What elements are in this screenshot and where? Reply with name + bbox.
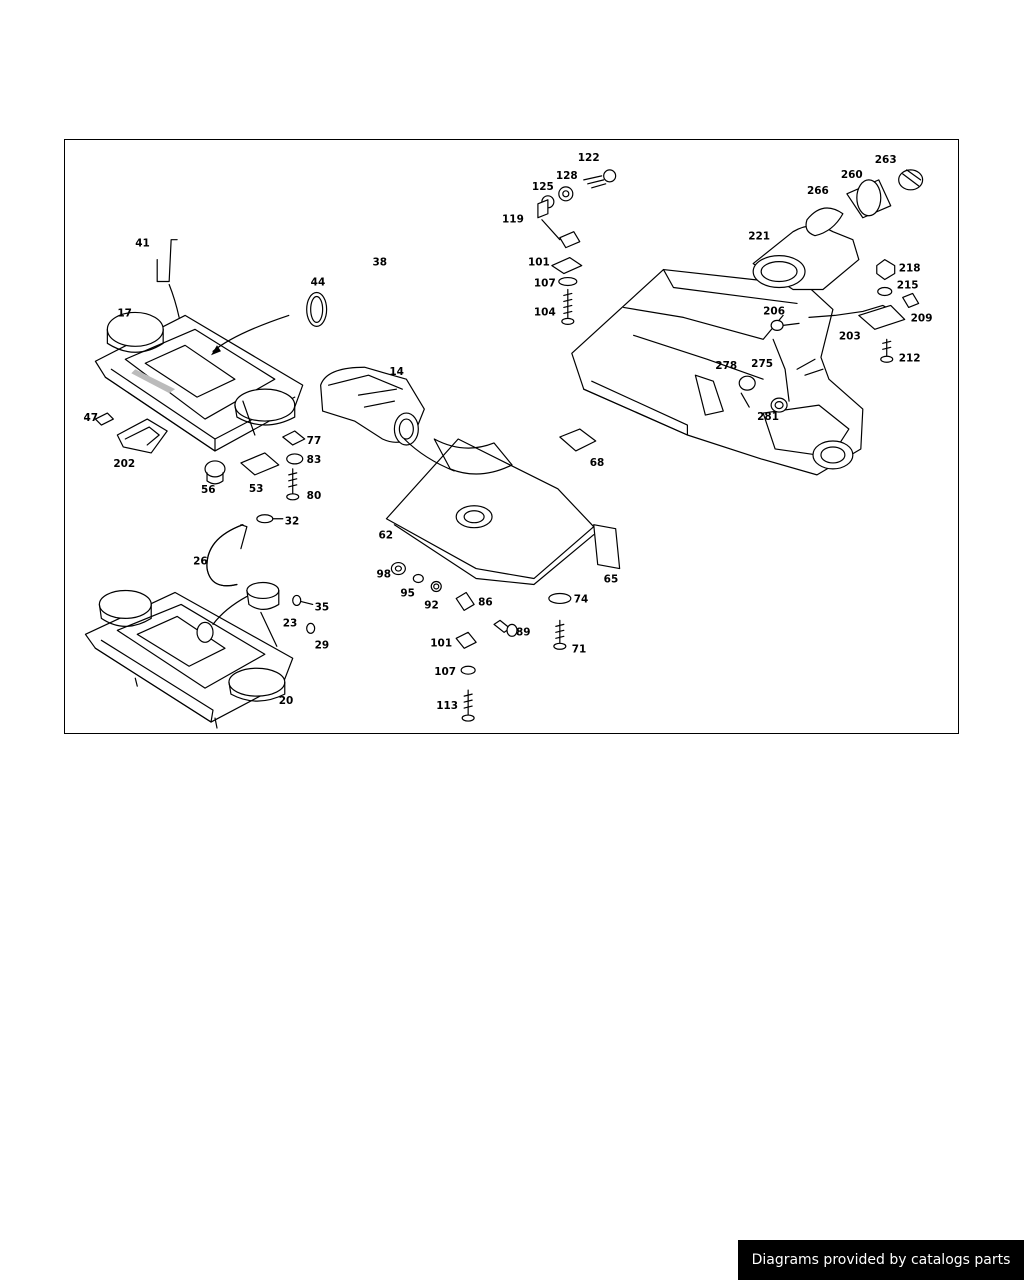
label-206: 206 bbox=[763, 305, 785, 317]
label-86: 86 bbox=[478, 596, 493, 608]
part-labels: 14 17 20 23 26 29 32 35 38 41 44 47 53 5… bbox=[83, 152, 932, 712]
label-95: 95 bbox=[400, 587, 415, 599]
label-41: 41 bbox=[135, 238, 150, 250]
label-14: 14 bbox=[389, 366, 404, 378]
label-32: 32 bbox=[285, 516, 300, 528]
label-281: 281 bbox=[757, 411, 779, 423]
label-92: 92 bbox=[424, 599, 439, 611]
label-29: 29 bbox=[315, 639, 330, 651]
label-113: 113 bbox=[436, 700, 458, 712]
label-83: 83 bbox=[307, 454, 322, 466]
label-218: 218 bbox=[899, 263, 921, 275]
credit-text: Diagrams provided by catalogs parts bbox=[751, 1252, 1011, 1268]
label-263: 263 bbox=[875, 154, 897, 166]
label-89: 89 bbox=[516, 626, 531, 638]
label-101-top: 101 bbox=[528, 257, 550, 269]
label-266: 266 bbox=[807, 185, 829, 197]
hose-actuator-group bbox=[196, 514, 316, 647]
label-101-bottom: 101 bbox=[430, 637, 452, 649]
label-221: 221 bbox=[748, 231, 770, 243]
label-71: 71 bbox=[572, 643, 587, 655]
credit-banner: Diagrams provided by catalogs parts bbox=[738, 1240, 1024, 1280]
label-17: 17 bbox=[117, 307, 132, 319]
duct-14 bbox=[320, 366, 425, 446]
label-107-bottom: 107 bbox=[434, 666, 456, 678]
label-62: 62 bbox=[378, 530, 393, 542]
top-right-parts bbox=[752, 169, 924, 363]
small-parts-left bbox=[94, 400, 306, 501]
label-23: 23 bbox=[283, 617, 298, 629]
label-65: 65 bbox=[604, 574, 619, 586]
label-44: 44 bbox=[311, 277, 326, 289]
label-107-top: 107 bbox=[534, 278, 556, 290]
label-275: 275 bbox=[751, 358, 773, 370]
fastener-stack-top bbox=[537, 169, 617, 325]
label-68: 68 bbox=[590, 457, 605, 469]
label-119: 119 bbox=[502, 214, 524, 226]
label-53: 53 bbox=[249, 483, 264, 495]
upper-housing-17 bbox=[94, 239, 328, 452]
label-203: 203 bbox=[839, 330, 861, 342]
label-278: 278 bbox=[715, 360, 737, 372]
label-212: 212 bbox=[899, 352, 921, 364]
lower-housing-20 bbox=[84, 589, 294, 729]
exploded-parts-drawing: 14 17 20 23 26 29 32 35 38 41 44 47 53 5… bbox=[83, 152, 932, 729]
label-122: 122 bbox=[578, 152, 600, 164]
label-35: 35 bbox=[315, 601, 330, 613]
label-104: 104 bbox=[534, 306, 556, 318]
label-125: 125 bbox=[532, 181, 554, 193]
label-80: 80 bbox=[307, 490, 322, 502]
label-56: 56 bbox=[201, 484, 216, 496]
label-74: 74 bbox=[574, 593, 589, 605]
label-202: 202 bbox=[113, 458, 135, 470]
label-26: 26 bbox=[193, 556, 208, 568]
label-77: 77 bbox=[307, 435, 322, 447]
label-38: 38 bbox=[372, 257, 387, 269]
label-47: 47 bbox=[83, 412, 98, 424]
parts-diagram: 14 17 20 23 26 29 32 35 38 41 44 47 53 5… bbox=[64, 139, 959, 734]
label-209: 209 bbox=[911, 312, 933, 324]
center-fasteners bbox=[390, 428, 597, 722]
label-20: 20 bbox=[279, 695, 294, 707]
label-128: 128 bbox=[556, 170, 578, 182]
label-98: 98 bbox=[376, 569, 391, 581]
label-215: 215 bbox=[897, 279, 919, 291]
label-260: 260 bbox=[841, 169, 863, 181]
heater-box bbox=[571, 268, 864, 476]
tray-62 bbox=[385, 438, 621, 586]
